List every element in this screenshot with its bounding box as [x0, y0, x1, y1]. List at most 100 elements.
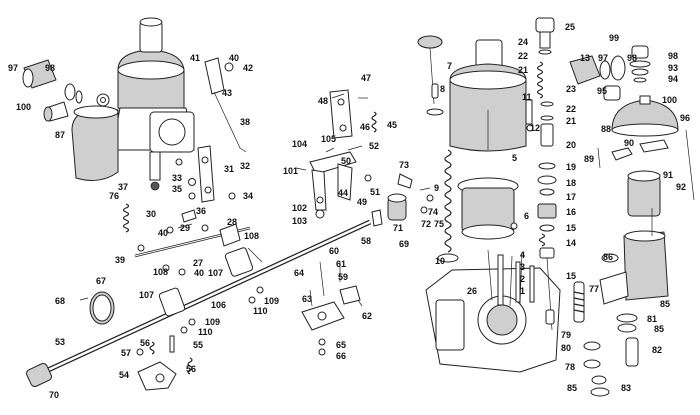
- part-label: 16: [566, 207, 577, 217]
- part-label: 6: [524, 211, 530, 221]
- part-label: 107: [139, 290, 155, 300]
- part-label: 63: [302, 294, 313, 304]
- part-label: 8: [440, 84, 446, 94]
- part-label: 66: [336, 351, 347, 361]
- part-label: 97: [8, 63, 19, 73]
- part-label: 71: [393, 223, 404, 233]
- part-label: 51: [370, 187, 381, 197]
- part-label: 109: [264, 296, 280, 306]
- part-label: 85: [567, 383, 578, 393]
- part-label: 83: [621, 383, 632, 393]
- part-label: 40: [194, 268, 205, 278]
- part-label: 99: [609, 33, 620, 43]
- part-label: 90: [624, 138, 635, 148]
- part-label: 98: [627, 53, 638, 63]
- part-label: 108: [244, 231, 260, 241]
- part-label: 56: [186, 364, 197, 374]
- part-label: 41: [190, 53, 201, 63]
- left-carburettor-assembly: [71, 17, 195, 191]
- part-label: 40: [229, 53, 240, 63]
- part-label: 56: [140, 338, 151, 348]
- part-label: 40: [158, 228, 169, 238]
- choke-linkage: [295, 89, 377, 219]
- part-label: 45: [387, 120, 398, 130]
- part-label: 79: [561, 330, 572, 340]
- part-label: 73: [399, 160, 410, 170]
- part-label: 54: [119, 370, 130, 380]
- part-label: 65: [336, 340, 347, 350]
- part-label: 26: [467, 286, 478, 296]
- part-label: 57: [121, 348, 132, 358]
- part-label: 35: [172, 184, 183, 194]
- part-label: 97: [598, 53, 609, 63]
- part-label: 89: [584, 154, 595, 164]
- part-label: 94: [668, 74, 679, 84]
- part-label: 95: [597, 86, 608, 96]
- part-label: 15: [566, 271, 577, 281]
- part-label: 13: [580, 53, 591, 63]
- part-label: 100: [16, 102, 32, 112]
- throttle-stop-parts: [371, 173, 434, 227]
- part-label: 38: [240, 117, 251, 127]
- part-label: 27: [193, 258, 204, 268]
- part-label: 9: [434, 183, 440, 193]
- part-label: 62: [362, 311, 373, 321]
- part-label: 12: [530, 123, 541, 133]
- part-label: 49: [357, 197, 368, 207]
- part-label: 76: [109, 191, 120, 201]
- part-label: 29: [180, 223, 191, 233]
- part-label: 77: [589, 284, 600, 294]
- part-label: 43: [222, 88, 233, 98]
- part-label: 53: [55, 337, 66, 347]
- part-label: 69: [399, 239, 410, 249]
- jet-stack-13-26: [509, 17, 557, 331]
- part-label: 106: [211, 300, 227, 310]
- part-label: 4: [520, 250, 526, 260]
- part-label: 75: [434, 219, 445, 229]
- part-label: 68: [55, 296, 66, 306]
- part-label: 50: [341, 156, 352, 166]
- part-label: 58: [361, 236, 372, 246]
- part-label: 18: [566, 178, 577, 188]
- part-label: 108: [153, 267, 169, 277]
- part-label: 93: [668, 63, 679, 73]
- part-label: 52: [369, 141, 380, 151]
- part-label: 21: [566, 116, 577, 126]
- part-label: 25: [565, 22, 576, 32]
- part-label: 60: [329, 246, 340, 256]
- part-label: 36: [196, 206, 207, 216]
- part-label: 92: [676, 182, 687, 192]
- spindle-levers: [137, 223, 264, 334]
- part-label: 2: [520, 274, 526, 284]
- part-label: 72: [421, 219, 432, 229]
- part-label: 98: [45, 63, 56, 73]
- left-cam-lever-and-rod: [175, 57, 247, 232]
- part-label: 59: [338, 272, 349, 282]
- part-label: 15: [566, 223, 577, 233]
- part-label: 110: [253, 306, 268, 316]
- part-label: 39: [115, 255, 126, 265]
- left-inlet-union-parts: [22, 59, 83, 122]
- throttle-disc-67: [79, 291, 115, 325]
- part-label: 37: [118, 182, 129, 192]
- spring-30: [122, 203, 130, 233]
- linkage-lever-58-66: [301, 261, 363, 356]
- part-label: 42: [243, 63, 254, 73]
- float-chamber-parts: [569, 45, 695, 397]
- part-label: 88: [601, 124, 612, 134]
- part-label: 10: [435, 256, 446, 266]
- part-label: 98: [668, 51, 679, 61]
- part-label: 34: [243, 191, 254, 201]
- part-label: 19: [566, 162, 577, 172]
- part-label: 11: [522, 92, 532, 102]
- part-label: 87: [55, 130, 66, 140]
- part-label: 48: [318, 96, 329, 106]
- part-label: 14: [566, 238, 577, 248]
- part-label: 105: [321, 134, 337, 144]
- part-label: 74: [428, 207, 439, 217]
- part-label: 86: [603, 252, 614, 262]
- part-label: 109: [205, 317, 221, 327]
- part-label: 47: [361, 73, 372, 83]
